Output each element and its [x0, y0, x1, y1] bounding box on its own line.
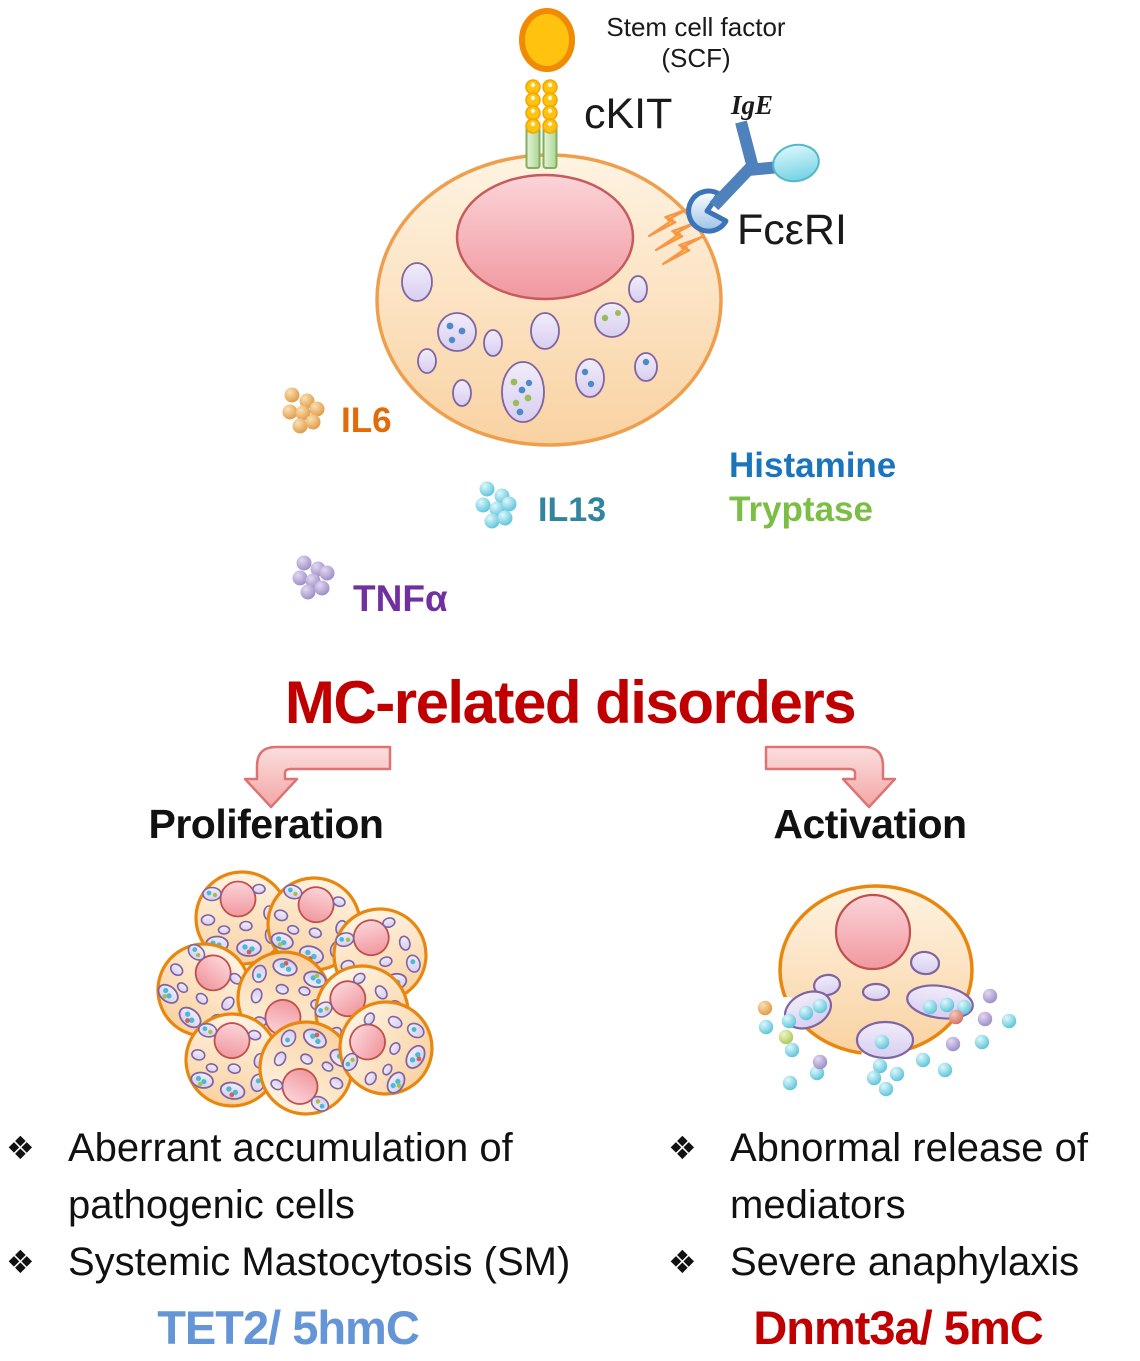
fceri-receptor — [686, 188, 729, 234]
activation-bullets: ❖ Abnormal release of mediators ❖ Severe… — [668, 1120, 1134, 1291]
il6-label: IL6 — [341, 401, 392, 440]
tnfa-label: TNFα — [353, 578, 448, 619]
scf-label: Stem cell factor (SCF) — [586, 12, 806, 74]
branch-arrow-left — [243, 745, 392, 809]
bullet-text: Abnormal release of mediators — [730, 1126, 1088, 1227]
scf-label-line2: (SCF) — [661, 43, 731, 73]
mast-cell-body — [375, 153, 723, 447]
histamine-label: Histamine — [729, 446, 897, 485]
nucleus — [834, 893, 912, 971]
bullet-text: Aberrant accumulation of pathogenic cell… — [68, 1126, 513, 1227]
released-mediator-dots — [757, 988, 1017, 1097]
branch-arrow-right — [764, 745, 897, 809]
antigen — [772, 143, 820, 183]
bullet-item: ❖ Abnormal release of mediators — [668, 1120, 1134, 1234]
activation-heading: Activation — [773, 801, 967, 847]
ckit-receptor — [525, 79, 558, 169]
bullet-glyph: ❖ — [6, 1129, 35, 1167]
bullet-glyph: ❖ — [668, 1243, 697, 1281]
bullet-item: ❖ Aberrant accumulation of pathogenic ce… — [6, 1120, 586, 1234]
activation-cell — [757, 884, 1017, 1097]
ige-label: IgE — [731, 90, 774, 120]
nucleus — [455, 173, 635, 301]
dnmt3a-label: Dnmt3a/ 5mC — [753, 1301, 1043, 1354]
il13-dots — [475, 481, 517, 529]
ige-antibody — [709, 120, 781, 211]
bullet-text: Severe anaphylaxis — [730, 1240, 1080, 1284]
bullet-item: ❖ Systemic Mastocytosis (SM) — [6, 1234, 586, 1291]
scf-ligand — [519, 8, 575, 72]
bullet-glyph: ❖ — [6, 1243, 35, 1281]
disorders-title: MC-related disorders — [284, 669, 857, 736]
bullet-text: Systemic Mastocytosis (SM) — [68, 1240, 571, 1284]
tnfa-dots — [292, 555, 335, 600]
proliferation-cell-cluster — [137, 864, 451, 1133]
proliferation-heading: Proliferation — [148, 801, 384, 847]
tryptase-label: Tryptase — [729, 490, 873, 529]
scf-label-line1: Stem cell factor — [606, 12, 786, 42]
proliferation-bullets: ❖ Aberrant accumulation of pathogenic ce… — [6, 1120, 586, 1291]
tet2-label: TET2/ 5hmC — [157, 1301, 420, 1354]
bullet-glyph: ❖ — [668, 1129, 697, 1167]
il13-label: IL13 — [538, 491, 607, 529]
ckit-label: cKIT — [584, 90, 673, 138]
granule-contents — [446, 310, 650, 416]
il6-dots — [282, 387, 325, 434]
bullet-item: ❖ Severe anaphylaxis — [668, 1234, 1134, 1291]
fceri-label: FcεRI — [737, 206, 847, 254]
